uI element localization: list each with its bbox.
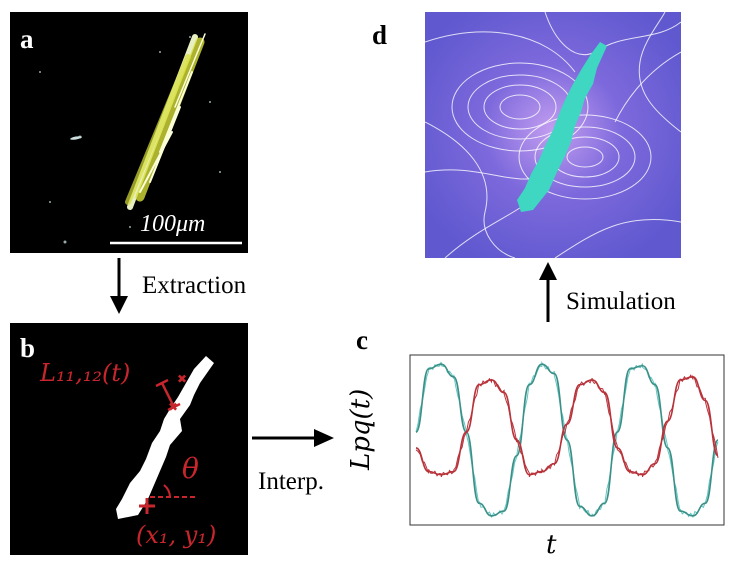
panel-letter-c: c	[356, 325, 368, 355]
extraction-label: Extraction	[142, 272, 247, 299]
flow-simulation-image	[425, 12, 681, 258]
series-1-line	[415, 375, 719, 476]
svg-text:✖: ✖	[177, 372, 187, 386]
series-0-line	[415, 363, 719, 517]
angle-label: θ	[182, 452, 199, 485]
panel-letter-d: d	[372, 20, 388, 50]
length-label: L₁₁,₁₂(t)	[40, 359, 131, 387]
simulation-label: Simulation	[566, 288, 676, 315]
interp-label: Interp.	[258, 468, 324, 495]
svg-text:✖: ✖	[168, 400, 178, 414]
chart-xlabel: t	[546, 530, 557, 560]
scale-bar-label: 100μm	[140, 211, 206, 237]
panel-a-micrograph: a 100μm	[10, 12, 248, 253]
lpq-chart	[409, 354, 725, 526]
arrow-up-simulation	[539, 262, 557, 322]
panel-letter-b: b	[20, 333, 36, 363]
panel-letter-a: a	[20, 24, 34, 54]
crystal-micrograph-image	[39, 33, 242, 245]
extracted-silhouette: ✖ ✖	[116, 356, 214, 519]
arrow-right-interp	[252, 429, 334, 447]
arrow-down-extraction	[110, 258, 128, 314]
panel-b-extracted-shape: ✖ ✖ b L₁₁,₁₂(t) θ (x₁, y₁)	[10, 323, 248, 555]
point-label: (x₁, y₁)	[136, 521, 217, 549]
chart-frame	[409, 354, 725, 526]
panel-d-simulation	[425, 12, 681, 258]
chart-ylabel: Lpq(t)	[346, 388, 376, 470]
